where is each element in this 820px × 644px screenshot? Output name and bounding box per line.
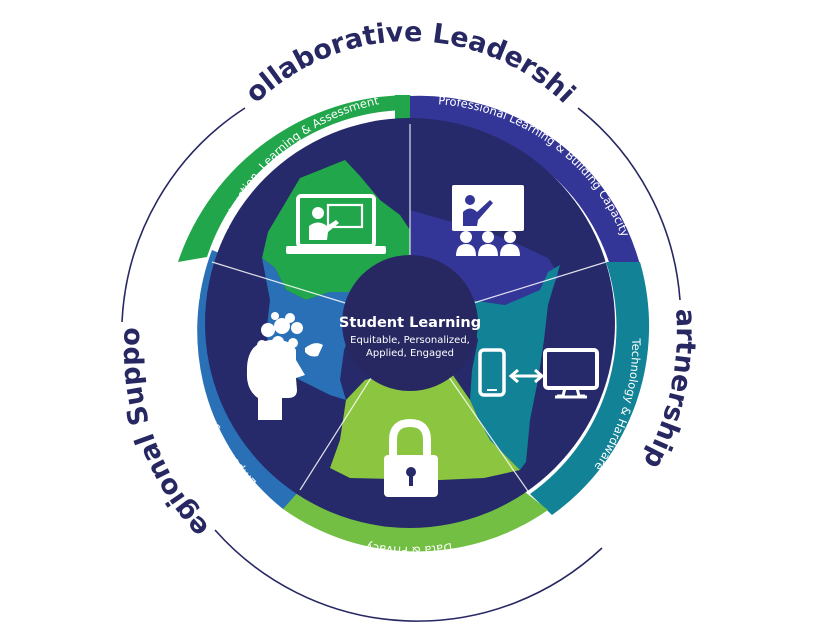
center-hub: Student Learning Equitable, Personalized… <box>339 255 481 391</box>
center-subtitle-line1: Equitable, Personalized, <box>350 335 470 346</box>
center-title: Student Learning <box>339 315 481 331</box>
band-data <box>283 492 548 552</box>
band-professional <box>410 95 640 272</box>
outer-label-collaborative-leadership: Collaborative Leadership <box>0 0 581 109</box>
segment-label-data: Data & Privacy <box>364 540 453 558</box>
outer-label-regional-support: Regional Support <box>0 0 215 543</box>
center-subtitle-line2: Applied, Engaged <box>366 348 454 359</box>
padlock-icon <box>384 418 438 497</box>
band-technology <box>530 262 650 515</box>
phone-monitor-sync-icon <box>478 348 599 399</box>
head-gears-icon <box>246 312 323 420</box>
wedge-dividers <box>211 124 607 495</box>
band-instruction <box>178 95 410 262</box>
presentation-audience-icon <box>452 185 524 256</box>
laptop-teacher-icon <box>286 194 386 254</box>
map-region-teal <box>470 265 560 470</box>
outer-ring <box>121 107 681 622</box>
